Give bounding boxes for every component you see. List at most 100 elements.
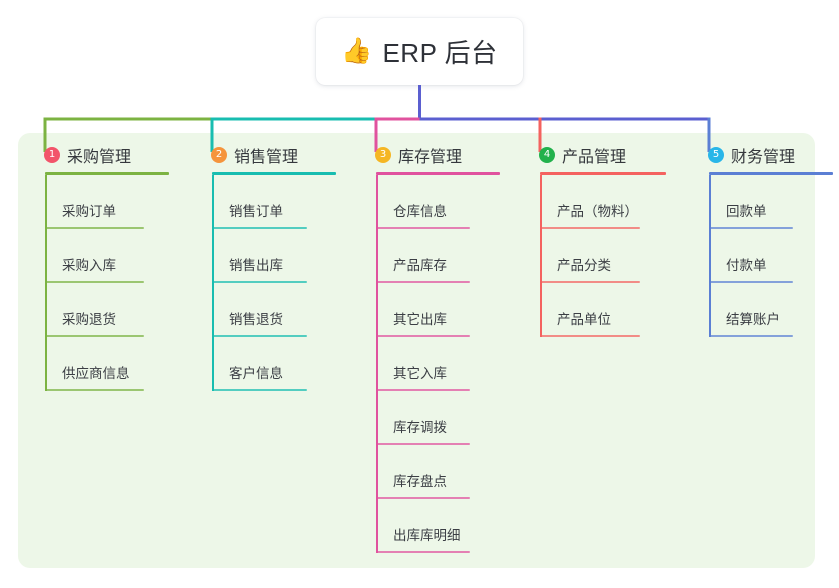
branch-item-label: 库存盘点 <box>393 474 447 489</box>
branch-item-label: 其它入库 <box>393 366 447 381</box>
branch-item-underline <box>709 227 793 229</box>
branch-item-list-1: 采购订单采购入库采购退货供应商信息 <box>26 175 176 391</box>
branch-item[interactable]: 出库库明细 <box>357 499 507 553</box>
branch-header-4[interactable]: 4 产品管理 <box>521 143 671 167</box>
branch-item-underline <box>45 281 144 283</box>
branch-item[interactable]: 产品（物料） <box>521 175 671 229</box>
branch-item-underline <box>212 281 307 283</box>
branch-item[interactable]: 采购订单 <box>26 175 176 229</box>
branch-item-underline <box>376 227 470 229</box>
branch-title-4: 产品管理 <box>562 149 627 166</box>
branch-item-label: 仓库信息 <box>393 204 447 219</box>
branch-item-label: 结算账户 <box>726 312 780 327</box>
branch-item-underline <box>376 443 470 445</box>
branch-underline-2 <box>212 172 336 175</box>
branch-item-underline <box>709 335 793 337</box>
branch-title-5: 财务管理 <box>731 149 796 166</box>
branch-underline-1 <box>45 172 169 175</box>
branch-item[interactable]: 回款单 <box>690 175 830 229</box>
branch-item[interactable]: 结算账户 <box>690 283 830 337</box>
branch-underline-4 <box>540 172 666 175</box>
branch-item-label: 其它出库 <box>393 312 447 327</box>
branch-spine-2 <box>212 175 214 391</box>
branch-title-2: 销售管理 <box>234 149 299 166</box>
branch-item-label: 采购订单 <box>62 204 116 219</box>
branch-item-label: 回款单 <box>726 204 767 219</box>
branch-item-list-2: 销售订单销售出库销售退货客户信息 <box>193 175 343 391</box>
branch-item-label: 付款单 <box>726 258 767 273</box>
branch-item-underline <box>540 281 640 283</box>
branch-item[interactable]: 库存调拨 <box>357 391 507 445</box>
branch-item-underline <box>376 389 470 391</box>
branch-item-underline <box>45 227 144 229</box>
branch-item[interactable]: 销售退货 <box>193 283 343 337</box>
branch-badge-2: 2 <box>211 147 227 163</box>
branch-column-5: 5 财务管理回款单付款单结算账户 <box>690 143 833 337</box>
branch-item-underline <box>540 227 640 229</box>
branch-item-list-4: 产品（物料） 产品分类产品单位 <box>521 175 671 337</box>
branch-item-underline <box>376 281 470 283</box>
branch-header-2[interactable]: 2 销售管理 <box>193 143 343 167</box>
branch-column-4: 4 产品管理产品（物料） 产品分类产品单位 <box>521 143 671 337</box>
branch-item[interactable]: 库存盘点 <box>357 445 507 499</box>
branch-underline-5 <box>709 172 833 175</box>
branch-item[interactable]: 其它出库 <box>357 283 507 337</box>
branch-item-label: 产品库存 <box>393 258 447 273</box>
branch-item-list-5: 回款单付款单结算账户 <box>690 175 830 337</box>
branch-item-underline <box>376 551 470 553</box>
root-node[interactable]: 👍 ERP 后台 <box>316 18 523 85</box>
branch-badge-4: 4 <box>539 147 555 163</box>
branch-item-underline <box>376 335 470 337</box>
branch-item-label: 产品分类 <box>557 258 611 273</box>
branch-item-underline <box>709 281 793 283</box>
branch-item-label: 销售出库 <box>229 258 283 273</box>
branch-item-label: 销售订单 <box>229 204 283 219</box>
branch-item[interactable]: 采购入库 <box>26 229 176 283</box>
branch-badge-3: 3 <box>375 147 391 163</box>
branch-item-label: 产品单位 <box>557 312 611 327</box>
branch-item-underline <box>212 227 307 229</box>
branch-item-underline <box>376 497 470 499</box>
branch-header-1[interactable]: 1 采购管理 <box>26 143 176 167</box>
branch-item-label: 产品（物料） <box>557 204 638 219</box>
branch-item[interactable]: 其它入库 <box>357 337 507 391</box>
branch-item-label: 供应商信息 <box>62 366 130 381</box>
branch-item-label: 销售退货 <box>229 312 283 327</box>
branch-item[interactable]: 产品库存 <box>357 229 507 283</box>
branch-spine-3 <box>376 175 378 553</box>
branch-badge-1: 1 <box>44 147 60 163</box>
branch-header-5[interactable]: 5 财务管理 <box>690 143 830 167</box>
branch-title-1: 采购管理 <box>67 149 132 166</box>
branch-title-3: 库存管理 <box>398 149 463 166</box>
branch-item[interactable]: 产品单位 <box>521 283 671 337</box>
branch-item[interactable]: 产品分类 <box>521 229 671 283</box>
branch-badge-5: 5 <box>708 147 724 163</box>
branch-underline-3 <box>376 172 500 175</box>
branch-item[interactable]: 销售订单 <box>193 175 343 229</box>
root-title: ERP 后台 <box>382 38 498 68</box>
branch-item[interactable]: 付款单 <box>690 229 830 283</box>
branch-item-label: 采购入库 <box>62 258 116 273</box>
branch-item-underline <box>45 389 144 391</box>
thumbs-up-icon: 👍 <box>341 37 373 65</box>
branch-column-2: 2 销售管理销售订单销售出库销售退货客户信息 <box>193 143 343 391</box>
branch-header-3[interactable]: 3 库存管理 <box>357 143 507 167</box>
branch-item-underline <box>45 335 144 337</box>
branch-item-underline <box>212 389 307 391</box>
branch-item[interactable]: 客户信息 <box>193 337 343 391</box>
branch-item[interactable]: 销售出库 <box>193 229 343 283</box>
branch-item[interactable]: 仓库信息 <box>357 175 507 229</box>
branch-item-label: 客户信息 <box>229 366 283 381</box>
branch-item[interactable]: 供应商信息 <box>26 337 176 391</box>
branch-column-3: 3 库存管理仓库信息产品库存其它出库其它入库库存调拨库存盘点出库库明细 <box>357 143 507 553</box>
branch-spine-5 <box>709 175 711 337</box>
branch-item-label: 采购退货 <box>62 312 116 327</box>
branch-item-underline <box>540 335 640 337</box>
branch-spine-1 <box>45 175 47 391</box>
branch-item[interactable]: 采购退货 <box>26 283 176 337</box>
diagram-panel <box>18 133 815 568</box>
branch-item-list-3: 仓库信息产品库存其它出库其它入库库存调拨库存盘点出库库明细 <box>357 175 507 553</box>
branch-item-underline <box>212 335 307 337</box>
branch-item-label: 出库库明细 <box>393 528 461 543</box>
